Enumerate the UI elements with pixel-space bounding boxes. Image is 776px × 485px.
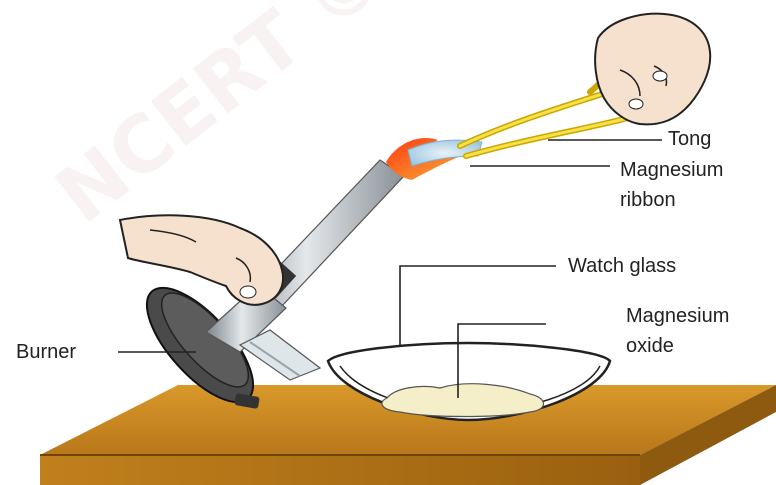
- label-burner: Burner: [16, 341, 77, 363]
- leader-lines: [118, 139, 662, 398]
- oxide-leader-line: [457, 323, 546, 398]
- label-watch-glass: Watch glass: [568, 255, 677, 277]
- label-magnesium-ribbon-line1: Magnesium: [620, 159, 724, 181]
- watch-glass-leader-line: [399, 265, 556, 346]
- label-magnesium-ribbon-line2: ribbon: [620, 189, 676, 211]
- table: [40, 385, 776, 485]
- label-magnesium-oxide-line2: oxide: [626, 335, 674, 357]
- label-tong: Tong: [668, 128, 712, 150]
- left-hand: [118, 214, 284, 306]
- magnesium-oxide-powder: [381, 383, 545, 418]
- label-magnesium-oxide-line1: Magnesium: [626, 305, 730, 327]
- right-hand: [594, 12, 712, 126]
